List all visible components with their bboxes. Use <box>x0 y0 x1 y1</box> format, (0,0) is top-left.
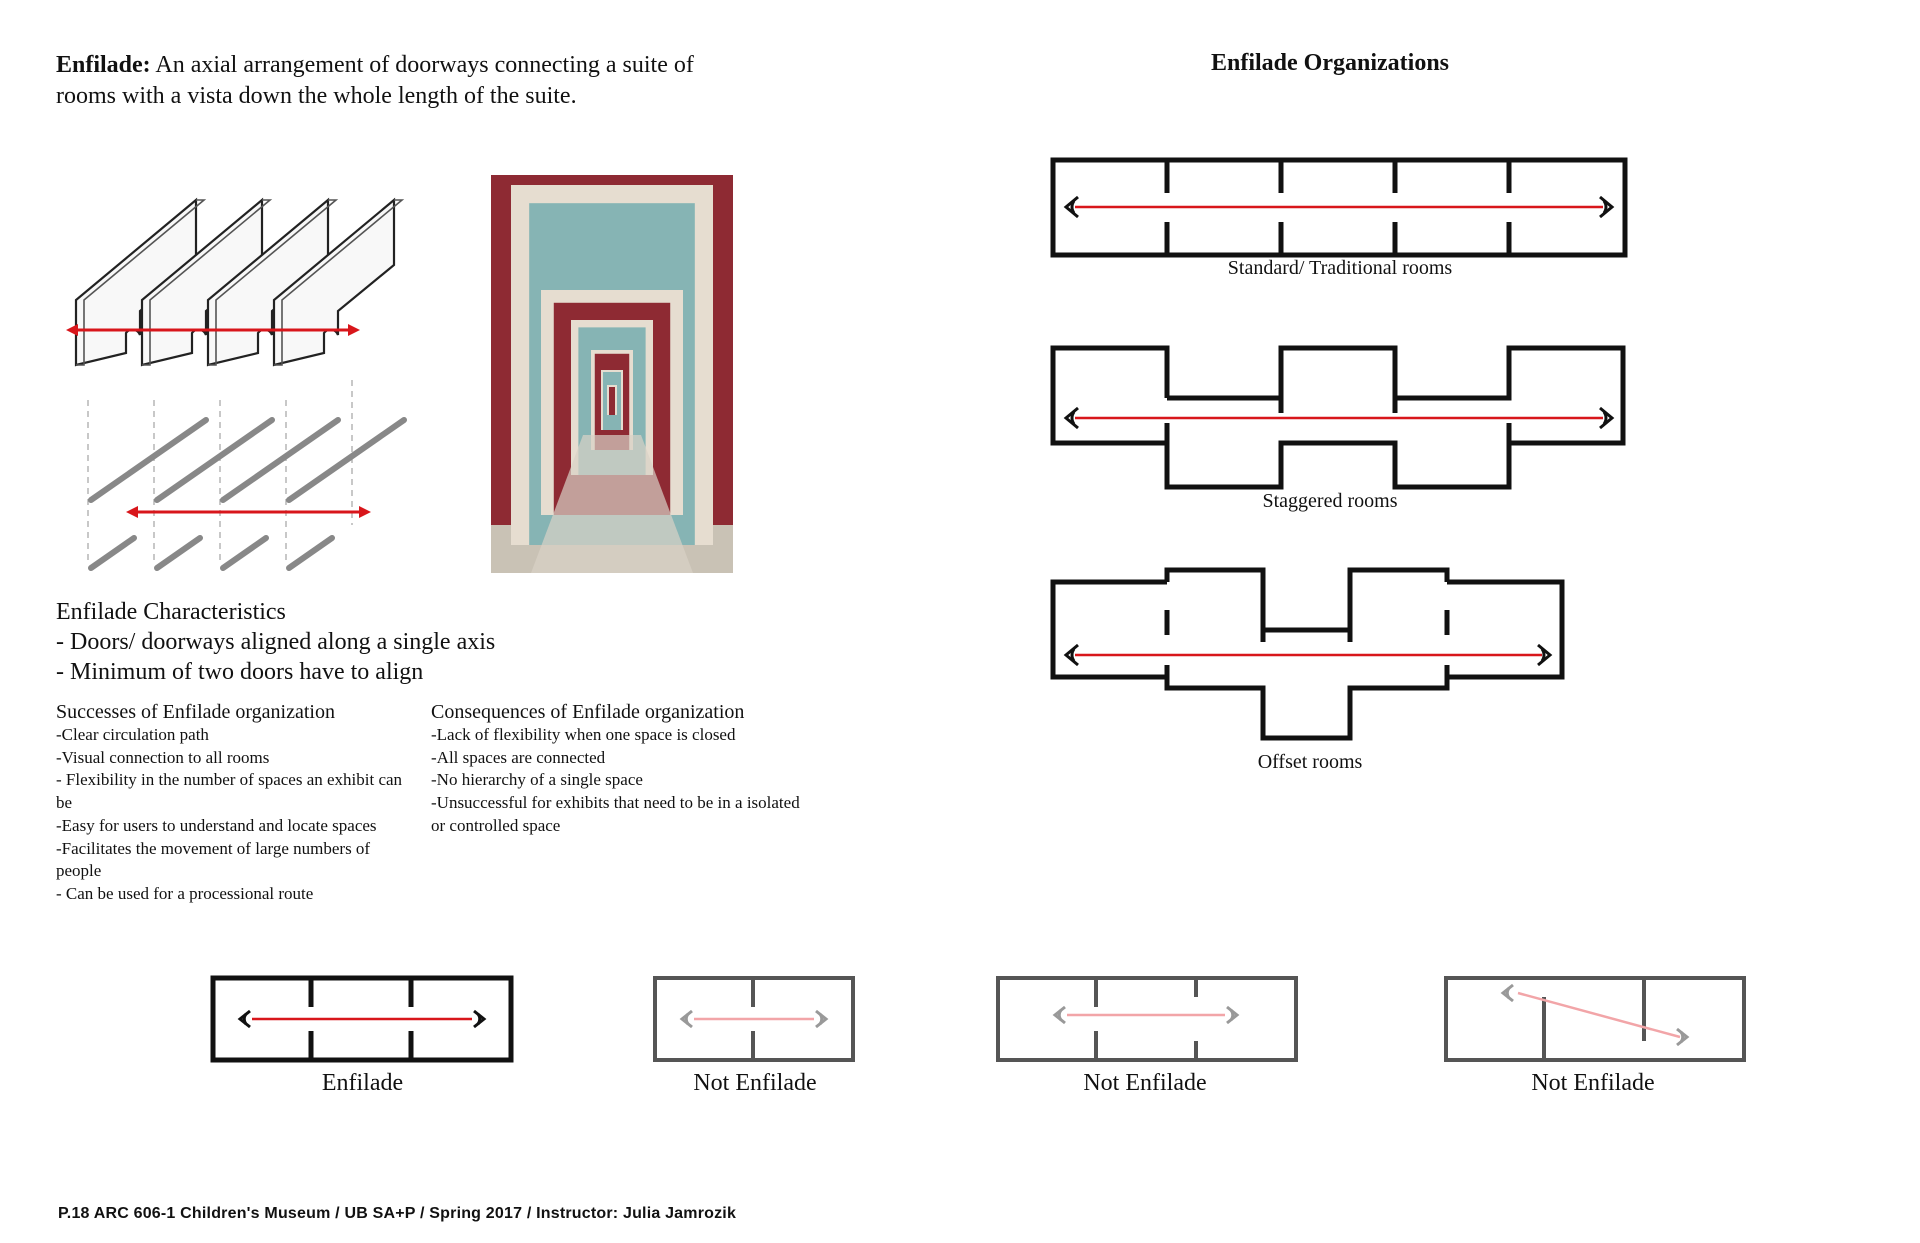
staggered-rooms-label: Staggered rooms <box>1262 490 1398 512</box>
enfilade-example-label: Enfilade <box>321 1070 404 1096</box>
organizations-title: Enfilade Organizations <box>1210 50 1450 76</box>
enfilade-example-diagram <box>210 975 514 1063</box>
success-item: - Flexibility in the number of spaces an… <box>56 770 403 813</box>
successes-title: Successes of Enfilade organization <box>56 701 335 723</box>
standard-rooms-diagram <box>1050 157 1628 258</box>
door-opening <box>609 387 615 415</box>
offset-rooms-label: Offset rooms <box>1257 751 1363 773</box>
wall-edge <box>76 199 207 366</box>
definition-text: Enfilade: An axial arrangement of doorwa… <box>56 50 756 112</box>
wall-plan-lines <box>88 417 407 571</box>
not-enfilade-label-3: Not Enfilade <box>1531 1070 1655 1096</box>
consequences-title: Consequences of Enfilade organization <box>431 701 745 723</box>
definition-body: An axial arrangement of doorways connect… <box>56 52 694 109</box>
success-item: -Visual connection to all rooms <box>56 747 270 767</box>
isometric-enfilade-diagram <box>66 197 407 571</box>
footer-credit: P.18 ARC 606-1 Children's Museum / UB SA… <box>58 1205 737 1222</box>
not-enfilade-label-1: Not Enfilade <box>693 1070 817 1096</box>
staggered-rooms-diagram <box>1050 345 1626 490</box>
success-item: -Easy for users to understand and locate… <box>56 815 377 835</box>
not-enfilade-label-2: Not Enfilade <box>1083 1070 1207 1096</box>
characteristic-item: - Doors/ doorways aligned along a single… <box>56 629 496 655</box>
not-enfilade-example-3 <box>1444 976 1746 1062</box>
characteristic-item: - Minimum of two doors have to align <box>56 659 424 685</box>
not-enfilade-example-2 <box>996 976 1298 1062</box>
success-item: -Facilitates the movement of large numbe… <box>56 838 371 881</box>
characteristics-title: Enfilade Characteristics <box>56 599 286 625</box>
consequence-item: -Unsuccessful for exhibits that need to … <box>431 793 800 835</box>
consequence-item: -All spaces are connected <box>431 747 606 767</box>
standard-rooms-label: Standard/ Traditional rooms <box>1227 257 1453 279</box>
success-item: -Clear circulation path <box>56 725 209 744</box>
consequence-item: -No hierarchy of a single space <box>431 770 643 790</box>
not-enfilade-example-1 <box>653 976 855 1062</box>
definition-term: Enfilade: <box>56 52 151 78</box>
enfilade-photo <box>491 175 733 573</box>
circulation-arrow-upper <box>66 324 360 336</box>
characteristics-section: Enfilade Characteristics - Doors/ doorwa… <box>56 597 856 687</box>
projection-lines <box>87 380 353 565</box>
offset-rooms-diagram <box>1050 567 1565 741</box>
successes-column: Successes of Enfilade organization -Clea… <box>56 700 416 906</box>
wall-edge <box>274 199 405 366</box>
wall-panels <box>74 197 405 367</box>
circulation-arrow-lower <box>126 506 371 518</box>
consequence-item: -Lack of flexibility when one space is c… <box>431 725 736 744</box>
consequences-column: Consequences of Enfilade organization -L… <box>431 700 801 838</box>
wall-edge <box>208 199 339 366</box>
wall-edge <box>142 199 273 366</box>
success-item: - Can be used for a processional route <box>56 883 314 903</box>
